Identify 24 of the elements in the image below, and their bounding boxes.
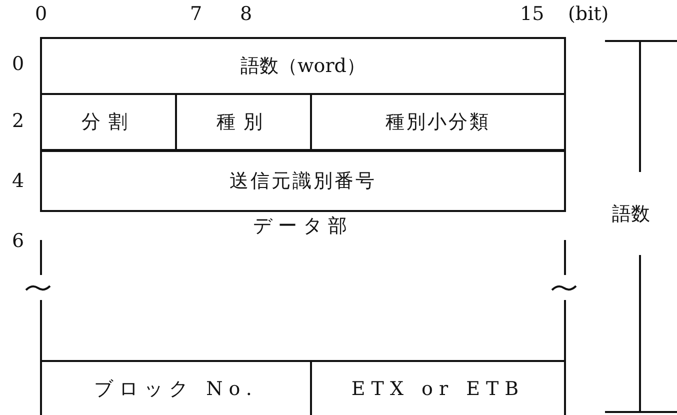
field-name: 種別 [216,110,270,135]
field-name: ETX or ETB [351,378,525,400]
word-offset: 0 [12,55,24,74]
field-cell [40,150,566,212]
field-cell [40,360,312,415]
bit-number: 0 [35,5,48,24]
bit-number: 15 [520,5,544,24]
field-name: 語数（word） [240,54,366,79]
word-offset: 4 [12,172,24,191]
field-name: データ部 [253,214,353,239]
field-name: 種別小分類 [386,110,490,135]
field-cell [40,37,566,95]
bit-number: 7 [190,5,202,24]
field-name: ブロック No. [94,376,258,402]
dimension-label: 語数 [612,205,650,224]
field-cell [40,93,177,151]
field-name: 分割 [82,110,136,135]
word-offset: 2 [12,112,24,131]
bit-number: 8 [240,5,252,24]
field-cell [310,360,566,415]
word-offset: 6 [12,232,24,251]
field-name: 送信元識別番号 [230,169,376,194]
field-cell [310,93,566,151]
bit-unit: (bit) [568,5,609,24]
